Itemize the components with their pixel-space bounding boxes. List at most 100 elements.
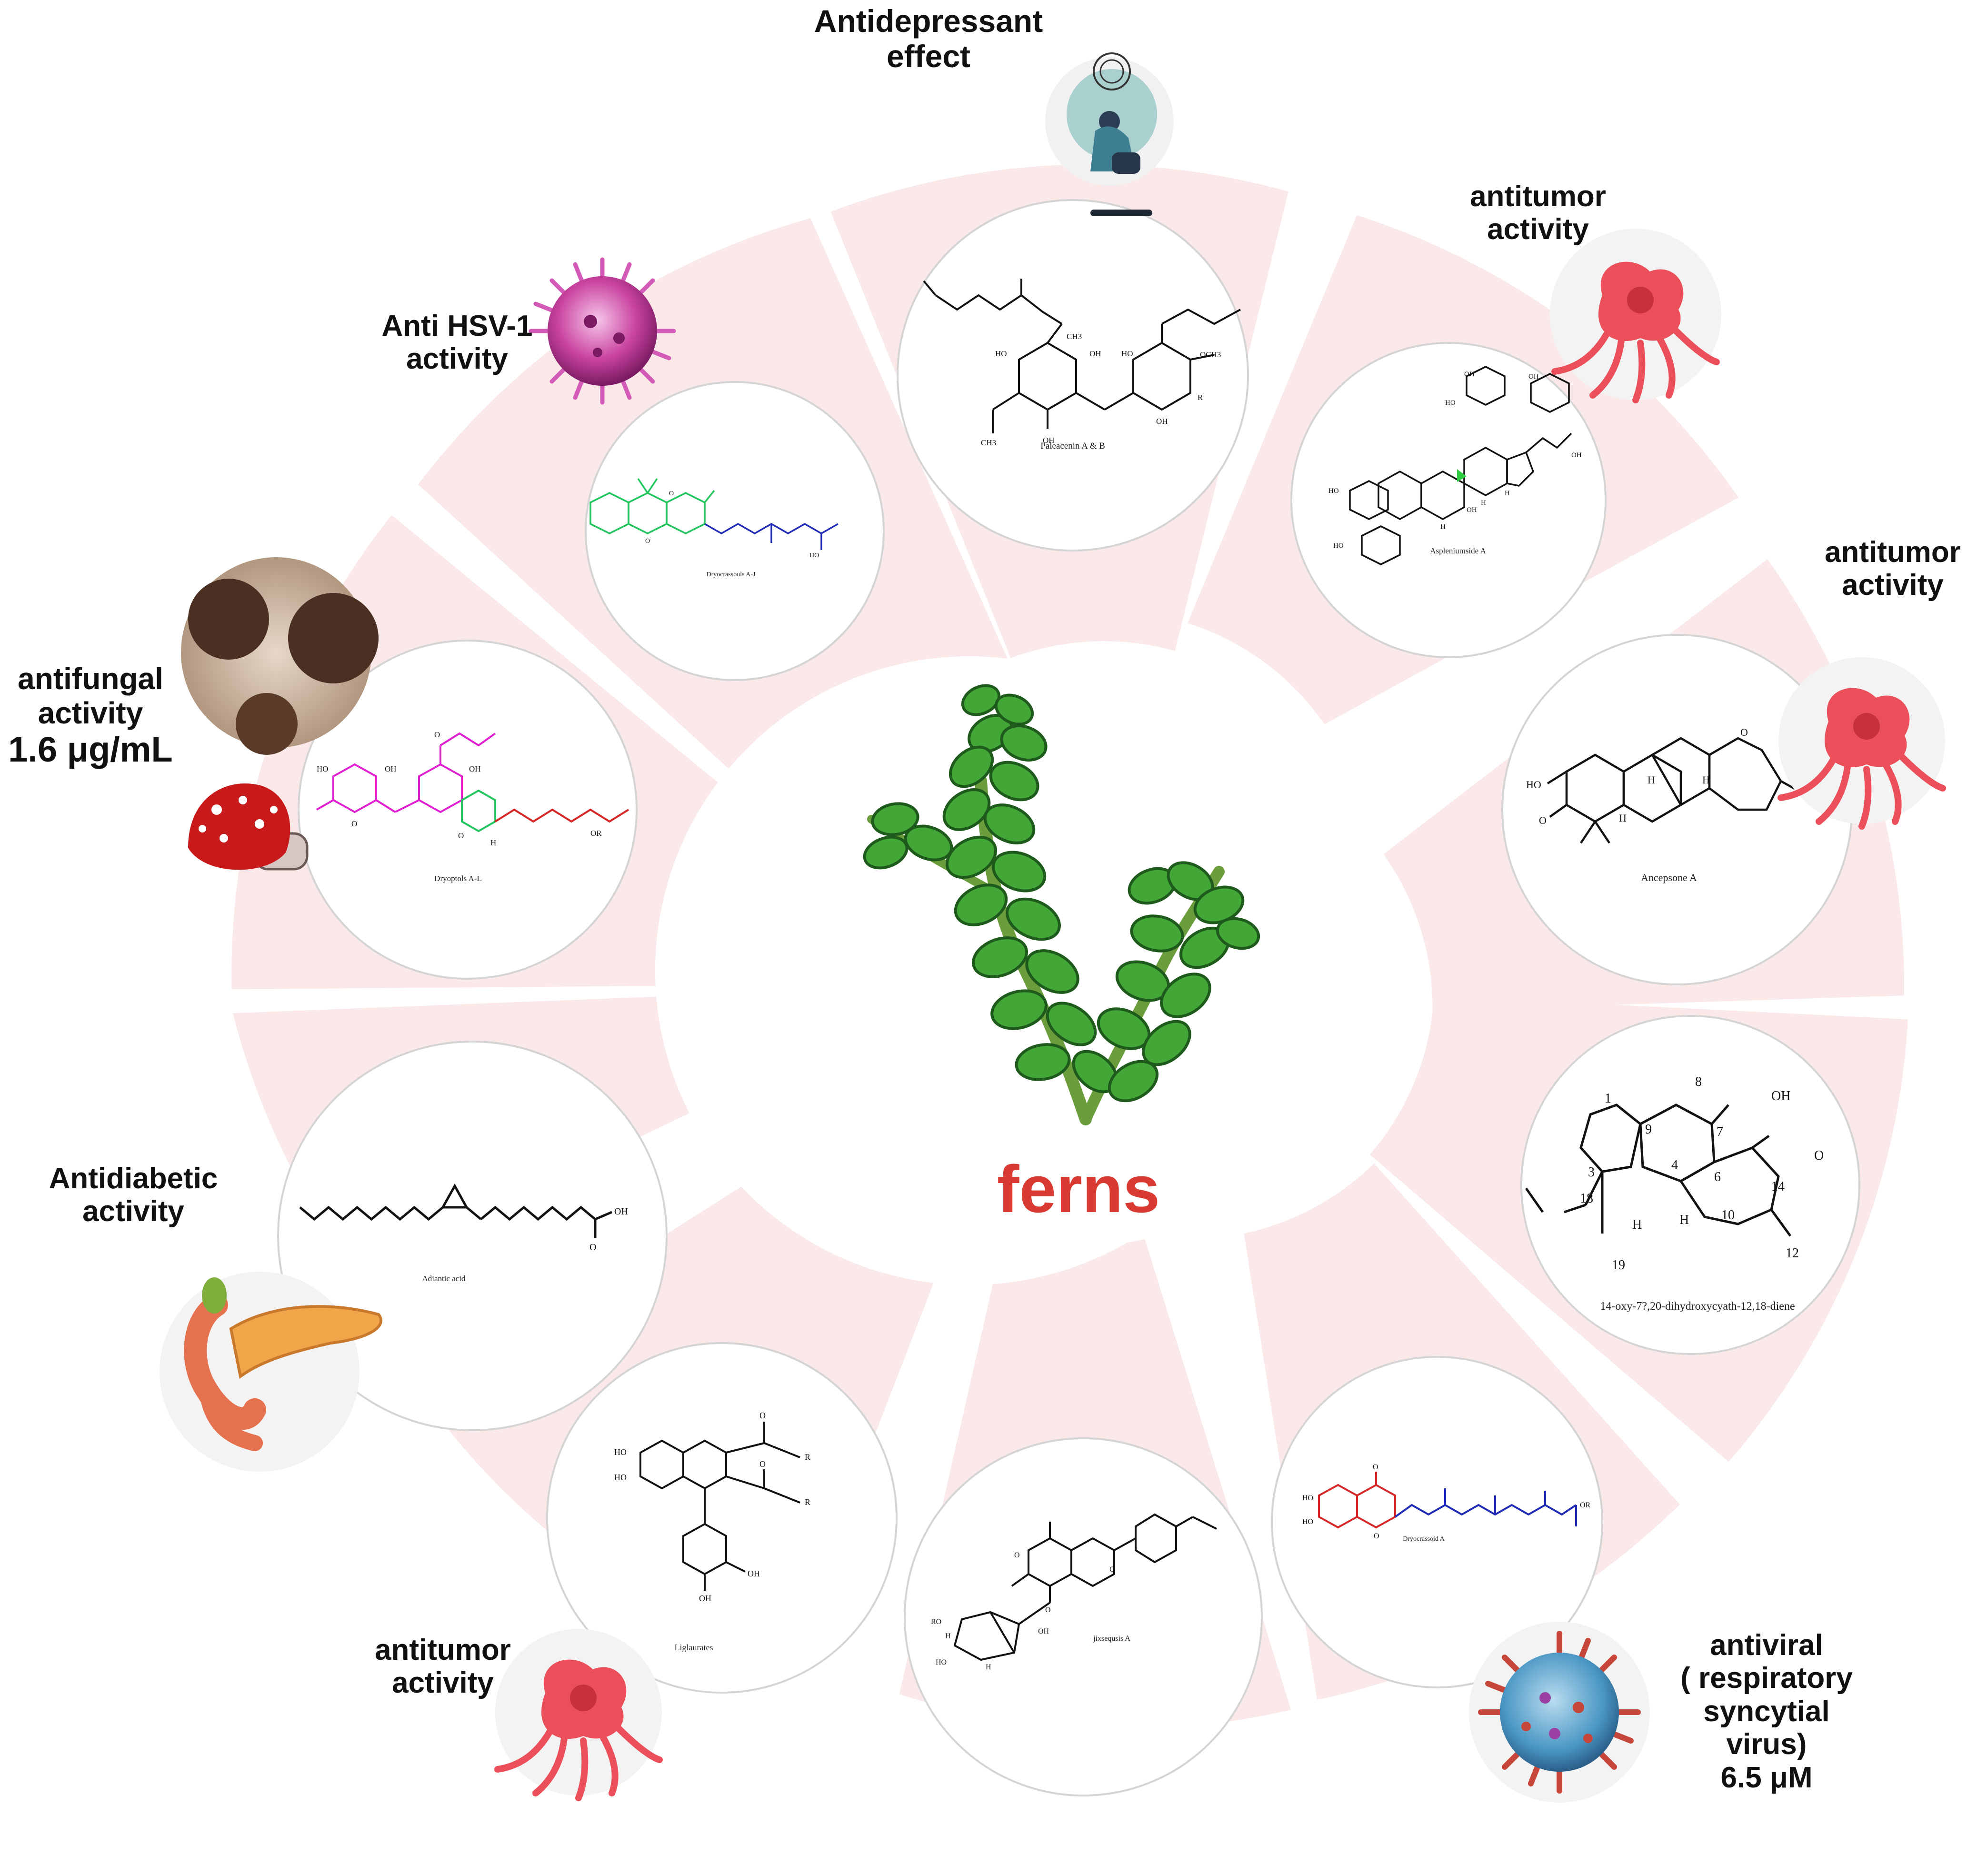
atom-label: O bbox=[1740, 726, 1748, 738]
coronavirus-icon bbox=[1469, 1622, 1650, 1803]
atom-label: O bbox=[1539, 814, 1547, 826]
atom-label: 19 bbox=[1612, 1258, 1625, 1273]
activity-line: syncytial bbox=[1703, 1695, 1830, 1728]
atom-label: R bbox=[1198, 393, 1203, 402]
atom-label: RO bbox=[931, 1618, 941, 1626]
compound-caption-dryoptols: Dryoptols A-L bbox=[434, 874, 482, 883]
activity-line: ( respiratory bbox=[1680, 1662, 1853, 1695]
atom-label: OCH3 bbox=[1200, 350, 1221, 359]
activity-line: effect bbox=[886, 38, 971, 74]
atom-label: H bbox=[1679, 1213, 1689, 1227]
compound-circle-aspleniumside bbox=[1290, 342, 1607, 658]
compound-circle-adiantic-acid bbox=[277, 1041, 668, 1431]
fern-icon bbox=[863, 684, 1260, 1125]
atom-label: H bbox=[490, 838, 496, 847]
atom-label: CH3 bbox=[981, 438, 996, 447]
compound-circle-dryoptols bbox=[298, 640, 638, 980]
atom-label: OH bbox=[1043, 436, 1055, 445]
atom-label: O bbox=[1045, 1606, 1051, 1614]
atom-label: 14 bbox=[1771, 1179, 1785, 1194]
atom-label: HO bbox=[1121, 349, 1133, 358]
activity-line: 6.5 μM bbox=[1720, 1761, 1813, 1794]
atom-label: 12 bbox=[1786, 1246, 1799, 1261]
atom-label: HO bbox=[1333, 542, 1344, 550]
compound-circle-cyathane bbox=[1520, 1015, 1860, 1355]
atom-label: H bbox=[1648, 774, 1655, 786]
structure-aspleniumside bbox=[1349, 366, 1572, 565]
compound-circle-dryocrassoid-a bbox=[1271, 1356, 1603, 1688]
atom-label: OH bbox=[699, 1594, 711, 1603]
activity-line: activity bbox=[38, 695, 143, 730]
atom-label: HO bbox=[1302, 1518, 1313, 1526]
atom-label: O bbox=[458, 831, 464, 840]
atoms-aspleniumside: HO OH OH HO OH H H HO OH H bbox=[1328, 371, 1582, 550]
atom-label: O bbox=[759, 1459, 766, 1469]
atom-label: HO bbox=[936, 1658, 947, 1666]
activity-line: Antidepressant bbox=[814, 3, 1043, 39]
atoms-dryoptols: HO OH OH O O O H OR bbox=[317, 730, 602, 847]
atom-label: OH bbox=[385, 764, 397, 773]
atom-label: 10 bbox=[1721, 1208, 1735, 1223]
atom-label: O bbox=[1109, 1565, 1115, 1574]
activity-line: activity bbox=[1842, 569, 1944, 602]
aspleniumside-marker bbox=[1457, 469, 1467, 482]
center-label: ferns bbox=[997, 1152, 1160, 1226]
atom-label: CH3 bbox=[1067, 332, 1082, 341]
activity-line: activity bbox=[82, 1195, 184, 1228]
activity-label-antidepressant: Antidepressant effect bbox=[781, 3, 1076, 74]
atom-label: H bbox=[945, 1632, 951, 1640]
atom-label: OH bbox=[614, 1206, 628, 1217]
structure-liglaurates bbox=[639, 1422, 800, 1591]
atom-label: O bbox=[1014, 1551, 1020, 1559]
activity-label-antitumor-top-right: antitumor activity bbox=[1433, 180, 1643, 246]
activity-line: antitumor bbox=[1470, 180, 1606, 213]
structure-ancepsone bbox=[1547, 737, 1803, 844]
atoms-dryocrassoids-aj: O O HO bbox=[645, 490, 819, 559]
atom-label: O bbox=[759, 1411, 766, 1420]
atom-label: 18 bbox=[1580, 1191, 1593, 1206]
atom-label: R bbox=[805, 1452, 810, 1462]
atom-label: OH bbox=[1464, 371, 1475, 378]
atom-label: HO bbox=[809, 552, 819, 559]
activity-line: Antidiabetic bbox=[49, 1162, 218, 1195]
atoms-liglaurates: HO HO O R O R OH OH bbox=[614, 1411, 810, 1603]
compound-caption-aspleniumside: Aspleniumside A bbox=[1430, 546, 1486, 555]
compound-caption-dryocrassoid-a: Dryocrassoid A bbox=[1403, 1535, 1445, 1543]
compound-caption-liglaurates: Liglaurates bbox=[675, 1643, 713, 1652]
compound-caption-cyathane: 14-oxy-7?,20-dihydroxycyath-12,18-diene bbox=[1600, 1300, 1795, 1313]
atom-label: HO bbox=[1526, 779, 1541, 791]
atoms-ancepsone: HO O O H H H bbox=[1526, 726, 1748, 826]
structure-paleacenin bbox=[923, 279, 1241, 433]
atom-label: H bbox=[1481, 499, 1486, 507]
activity-line: 1.6 μg/mL bbox=[8, 730, 173, 770]
atom-label: OR bbox=[590, 829, 602, 838]
atom-label: OH bbox=[1528, 373, 1539, 381]
center-disc bbox=[655, 656, 1284, 1285]
compound-caption-adiantic-acid: Adiantic acid bbox=[422, 1274, 466, 1283]
activity-line: antitumor bbox=[375, 1634, 511, 1666]
atom-label: 7 bbox=[1717, 1124, 1723, 1139]
atom-label: O bbox=[1814, 1148, 1824, 1163]
atom-label: O bbox=[669, 490, 674, 497]
atom-label: R bbox=[805, 1497, 810, 1507]
structure-dryocrassoid-a bbox=[1318, 1472, 1577, 1529]
atom-label: 1 bbox=[1605, 1091, 1611, 1106]
atom-label: 8 bbox=[1695, 1074, 1702, 1089]
activity-line: Anti HSV-1 bbox=[381, 310, 533, 342]
activity-label-antifungal: antifungal activity 1.6 μg/mL bbox=[5, 662, 176, 770]
atoms-dryocrassoid-a: HO HO O O OR bbox=[1302, 1463, 1591, 1540]
atom-label: HO bbox=[614, 1447, 627, 1457]
structure-dryoptols bbox=[316, 732, 629, 833]
activity-label-anti-hsv: Anti HSV-1 activity bbox=[371, 310, 543, 376]
atom-label: O bbox=[351, 819, 357, 828]
compound-circle-jixsequsis bbox=[904, 1437, 1263, 1796]
atoms-cyathane: 1 8 OH 9 7 O 3 18 4 6 14 H H 10 19 12 bbox=[1580, 1074, 1824, 1273]
compound-circle-dryocrassoids-aj bbox=[585, 381, 885, 681]
atom-label: HO bbox=[317, 764, 329, 773]
activity-label-antiviral-rsv: antiviral ( respiratory syncytial virus)… bbox=[1652, 1629, 1881, 1794]
atom-label: OH bbox=[748, 1569, 760, 1578]
compound-caption-ancepsone: Ancepsone A bbox=[1641, 872, 1697, 883]
activity-line: antifungal bbox=[18, 662, 163, 696]
